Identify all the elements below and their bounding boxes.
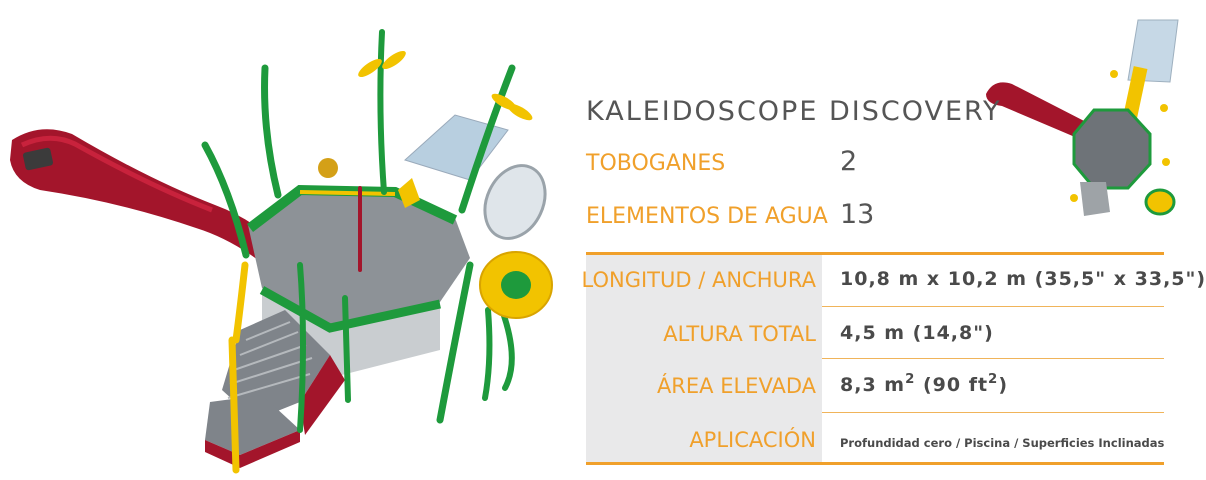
application-value: Profundidad cero / Piscina / Superficies… xyxy=(840,436,1165,450)
roof-panel xyxy=(404,114,509,181)
water-cannon xyxy=(318,158,338,178)
mini-stairs xyxy=(1080,182,1110,216)
stair-steps xyxy=(227,321,313,399)
slide-rim xyxy=(20,135,213,213)
row-separator xyxy=(822,412,1164,413)
product-title: KALEIDOSCOPE DISCOVERY xyxy=(586,96,1002,127)
top-view-illustration xyxy=(986,19,1179,216)
height-label: ALTURA TOTAL xyxy=(663,322,816,346)
dimensions-label: LONGITUD / ANCHURA xyxy=(581,268,816,292)
railing-yellow xyxy=(299,190,396,196)
application-label: APLICACIÓN xyxy=(689,428,816,452)
area-exponent: 2 xyxy=(905,372,916,388)
spec-table: LONGITUD / ANCHURA 10,8 m x 10,2 m (35,5… xyxy=(582,252,1205,465)
label-column-bg xyxy=(586,255,822,462)
slides-value: 2 xyxy=(840,146,858,177)
area-value: 8,3 m2 (90 ft2) xyxy=(840,372,1008,396)
panel-yellow xyxy=(398,178,420,208)
height-value: 4,5 m (14,8") xyxy=(840,322,994,344)
sunflower-center xyxy=(501,271,531,299)
water-elements-label: ELEMENTOS DE AGUA xyxy=(586,204,828,229)
railing-front xyxy=(259,286,441,333)
stair-side xyxy=(300,355,345,435)
area-value-prefix: 8,3 m xyxy=(840,374,906,396)
mini-posts xyxy=(1070,70,1170,202)
landing xyxy=(205,395,300,455)
slides-label: TOBOGANES xyxy=(586,151,726,176)
posts xyxy=(201,29,516,474)
mini-sunflower xyxy=(1144,188,1176,216)
table-top-rule xyxy=(586,252,1164,255)
water-elements-value: 13 xyxy=(840,199,875,230)
area-exponent-ft: 2 xyxy=(988,372,999,388)
area-value-middle: (90 ft xyxy=(915,374,989,396)
water-dish xyxy=(483,164,547,240)
row-separator xyxy=(822,358,1164,359)
row-separator xyxy=(822,306,1164,307)
landing-side xyxy=(205,430,300,468)
mini-deck xyxy=(1072,108,1152,190)
playground-illustration xyxy=(10,29,553,474)
slide-entry-box xyxy=(22,147,54,171)
area-value-suffix: ) xyxy=(998,374,1008,396)
dimensions-value: 10,8 m x 10,2 m (35,5" x 33,5") xyxy=(840,268,1206,290)
area-label: ÁREA ELEVADA xyxy=(656,374,816,398)
mini-slide xyxy=(986,82,1090,140)
propeller-icon xyxy=(358,50,533,121)
table-bottom-rule xyxy=(586,462,1164,465)
slide xyxy=(10,129,275,260)
mini-panel xyxy=(1127,19,1179,83)
